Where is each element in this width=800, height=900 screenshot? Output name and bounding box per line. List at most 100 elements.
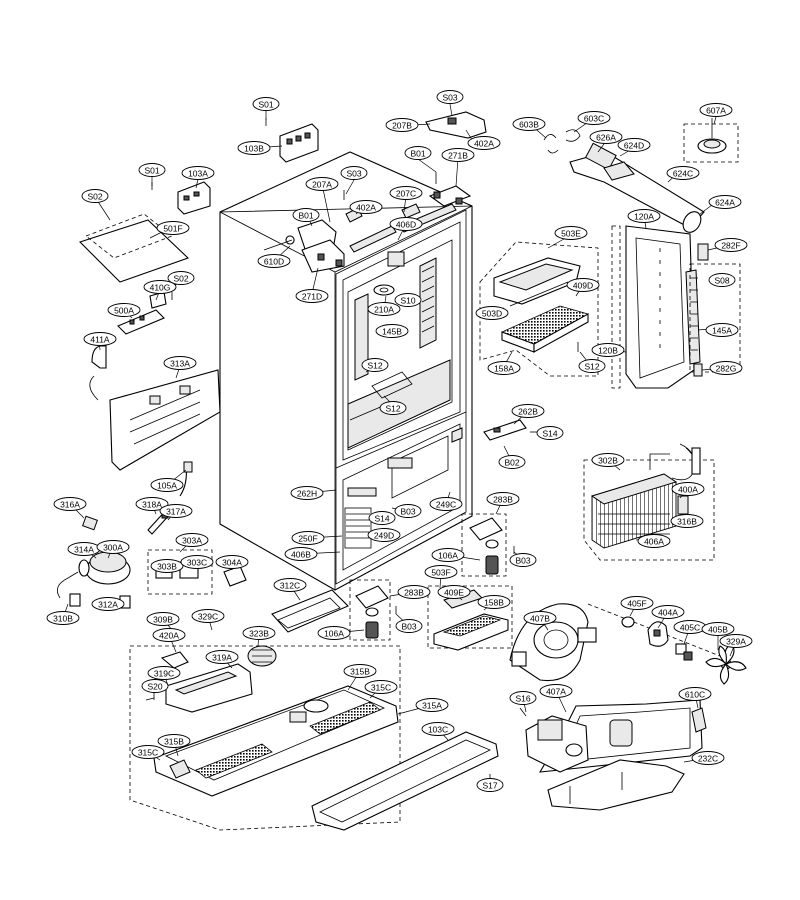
part-number-text: S03 — [346, 169, 361, 179]
part-label-s10: S10 — [394, 293, 422, 307]
part-label-120b: 120B — [591, 343, 625, 357]
label-outline — [191, 609, 225, 623]
label-outline — [237, 141, 271, 155]
part-number-text: S01 — [258, 100, 273, 110]
label-outline — [424, 565, 458, 579]
label-outline — [566, 278, 600, 292]
label-outline — [292, 208, 320, 222]
part-number-text: 317A — [166, 507, 186, 517]
part-label-s20: S20 — [141, 679, 169, 693]
label-outline — [589, 130, 623, 144]
part-label-406a: 406A — [637, 534, 671, 548]
part-label-207a: 207A — [305, 177, 339, 191]
part-label-501f: 501F — [156, 221, 190, 235]
part-number-text: S01 — [144, 166, 159, 176]
part-number-text: 624D — [624, 141, 644, 151]
part-number-text: 400A — [678, 485, 698, 495]
part-label-410g: 410G — [143, 280, 177, 294]
part-label-503e: 503E — [554, 226, 588, 240]
part-label-s01b: S01 — [138, 163, 166, 177]
cabinet — [219, 151, 473, 591]
part-number-text: S10 — [400, 296, 415, 306]
label-outline — [375, 324, 409, 338]
part-label-302b: 302B — [591, 453, 625, 467]
part-label-626a: 626A — [589, 130, 623, 144]
label-outline — [349, 200, 383, 214]
label-outline — [404, 146, 432, 160]
part-label-s17: S17 — [476, 778, 504, 792]
part-label-s01a: S01 — [252, 97, 280, 111]
part-label-318a: 318A — [135, 497, 169, 511]
part-label-315bb: 315B — [157, 734, 191, 748]
label-outline — [431, 548, 465, 562]
label-outline — [131, 745, 165, 759]
top-parts — [78, 111, 487, 471]
label-outline — [317, 626, 351, 640]
part-number-text: 318A — [142, 500, 162, 510]
part-number-text: 420A — [159, 631, 179, 641]
part-label-319a: 319A — [205, 650, 239, 664]
part-number-text: 500A — [114, 306, 134, 316]
label-outline — [421, 722, 455, 736]
part-label-271b: 271B — [441, 148, 475, 162]
part-number-text: 210A — [374, 305, 394, 315]
label-outline — [46, 611, 80, 625]
label-outline — [159, 504, 193, 518]
part-number-text: 409E — [444, 588, 464, 598]
label-outline — [157, 734, 191, 748]
part-label-249c: 249C — [429, 497, 463, 511]
part-label-b03a: B03 — [394, 504, 422, 518]
part-number-text: B01 — [410, 149, 425, 159]
label-outline — [487, 361, 521, 375]
part-number-text: 610D — [264, 257, 284, 267]
part-label-503f: 503F — [424, 565, 458, 579]
part-number-text: 120A — [634, 212, 654, 222]
part-label-s02a: S02 — [81, 189, 109, 203]
label-outline — [475, 306, 509, 320]
label-outline — [486, 492, 520, 506]
label-outline — [305, 177, 339, 191]
part-number-text: 106A — [438, 551, 458, 561]
label-outline — [512, 117, 546, 131]
label-outline — [180, 555, 214, 569]
part-number-text: 158B — [484, 598, 504, 608]
part-label-500a: 500A — [107, 303, 141, 317]
label-outline — [509, 691, 537, 705]
part-label-158b: 158B — [477, 595, 511, 609]
part-number-text: 207B — [392, 121, 412, 131]
part-number-text: 249C — [436, 500, 456, 510]
part-number-text: 282G — [716, 364, 737, 374]
part-label-207b: 207B — [385, 118, 419, 132]
label-outline — [536, 426, 564, 440]
label-outline — [671, 482, 705, 496]
label-outline — [284, 547, 318, 561]
part-number-text: 409D — [573, 281, 593, 291]
part-label-b03c: B03 — [395, 619, 423, 633]
part-label-624d: 624D — [617, 138, 651, 152]
part-number-text: 402A — [474, 139, 494, 149]
label-outline — [719, 634, 753, 648]
part-label-503d: 503D — [475, 306, 509, 320]
part-number-text: 314A — [74, 545, 94, 555]
label-outline — [389, 217, 423, 231]
label-outline — [498, 455, 526, 469]
part-label-249d: 249D — [367, 528, 401, 542]
part-label-603c: 603C — [577, 111, 611, 125]
label-outline — [708, 195, 742, 209]
part-label-303c: 303C — [180, 555, 214, 569]
part-number-text: S14 — [542, 429, 557, 439]
label-outline — [147, 666, 181, 680]
label-outline — [477, 595, 511, 609]
label-outline — [436, 90, 464, 104]
part-number-text: S12 — [367, 361, 382, 371]
part-number-text: 610C — [685, 690, 705, 700]
label-outline — [96, 540, 130, 554]
label-outline — [107, 303, 141, 317]
part-label-406b: 406B — [284, 547, 318, 561]
drawer-and-duct — [479, 225, 741, 389]
part-number-text: 410G — [150, 283, 171, 293]
part-label-271d: 271D — [295, 289, 329, 303]
part-label-405b: 405B — [701, 622, 735, 636]
part-number-text: 329C — [198, 612, 218, 622]
